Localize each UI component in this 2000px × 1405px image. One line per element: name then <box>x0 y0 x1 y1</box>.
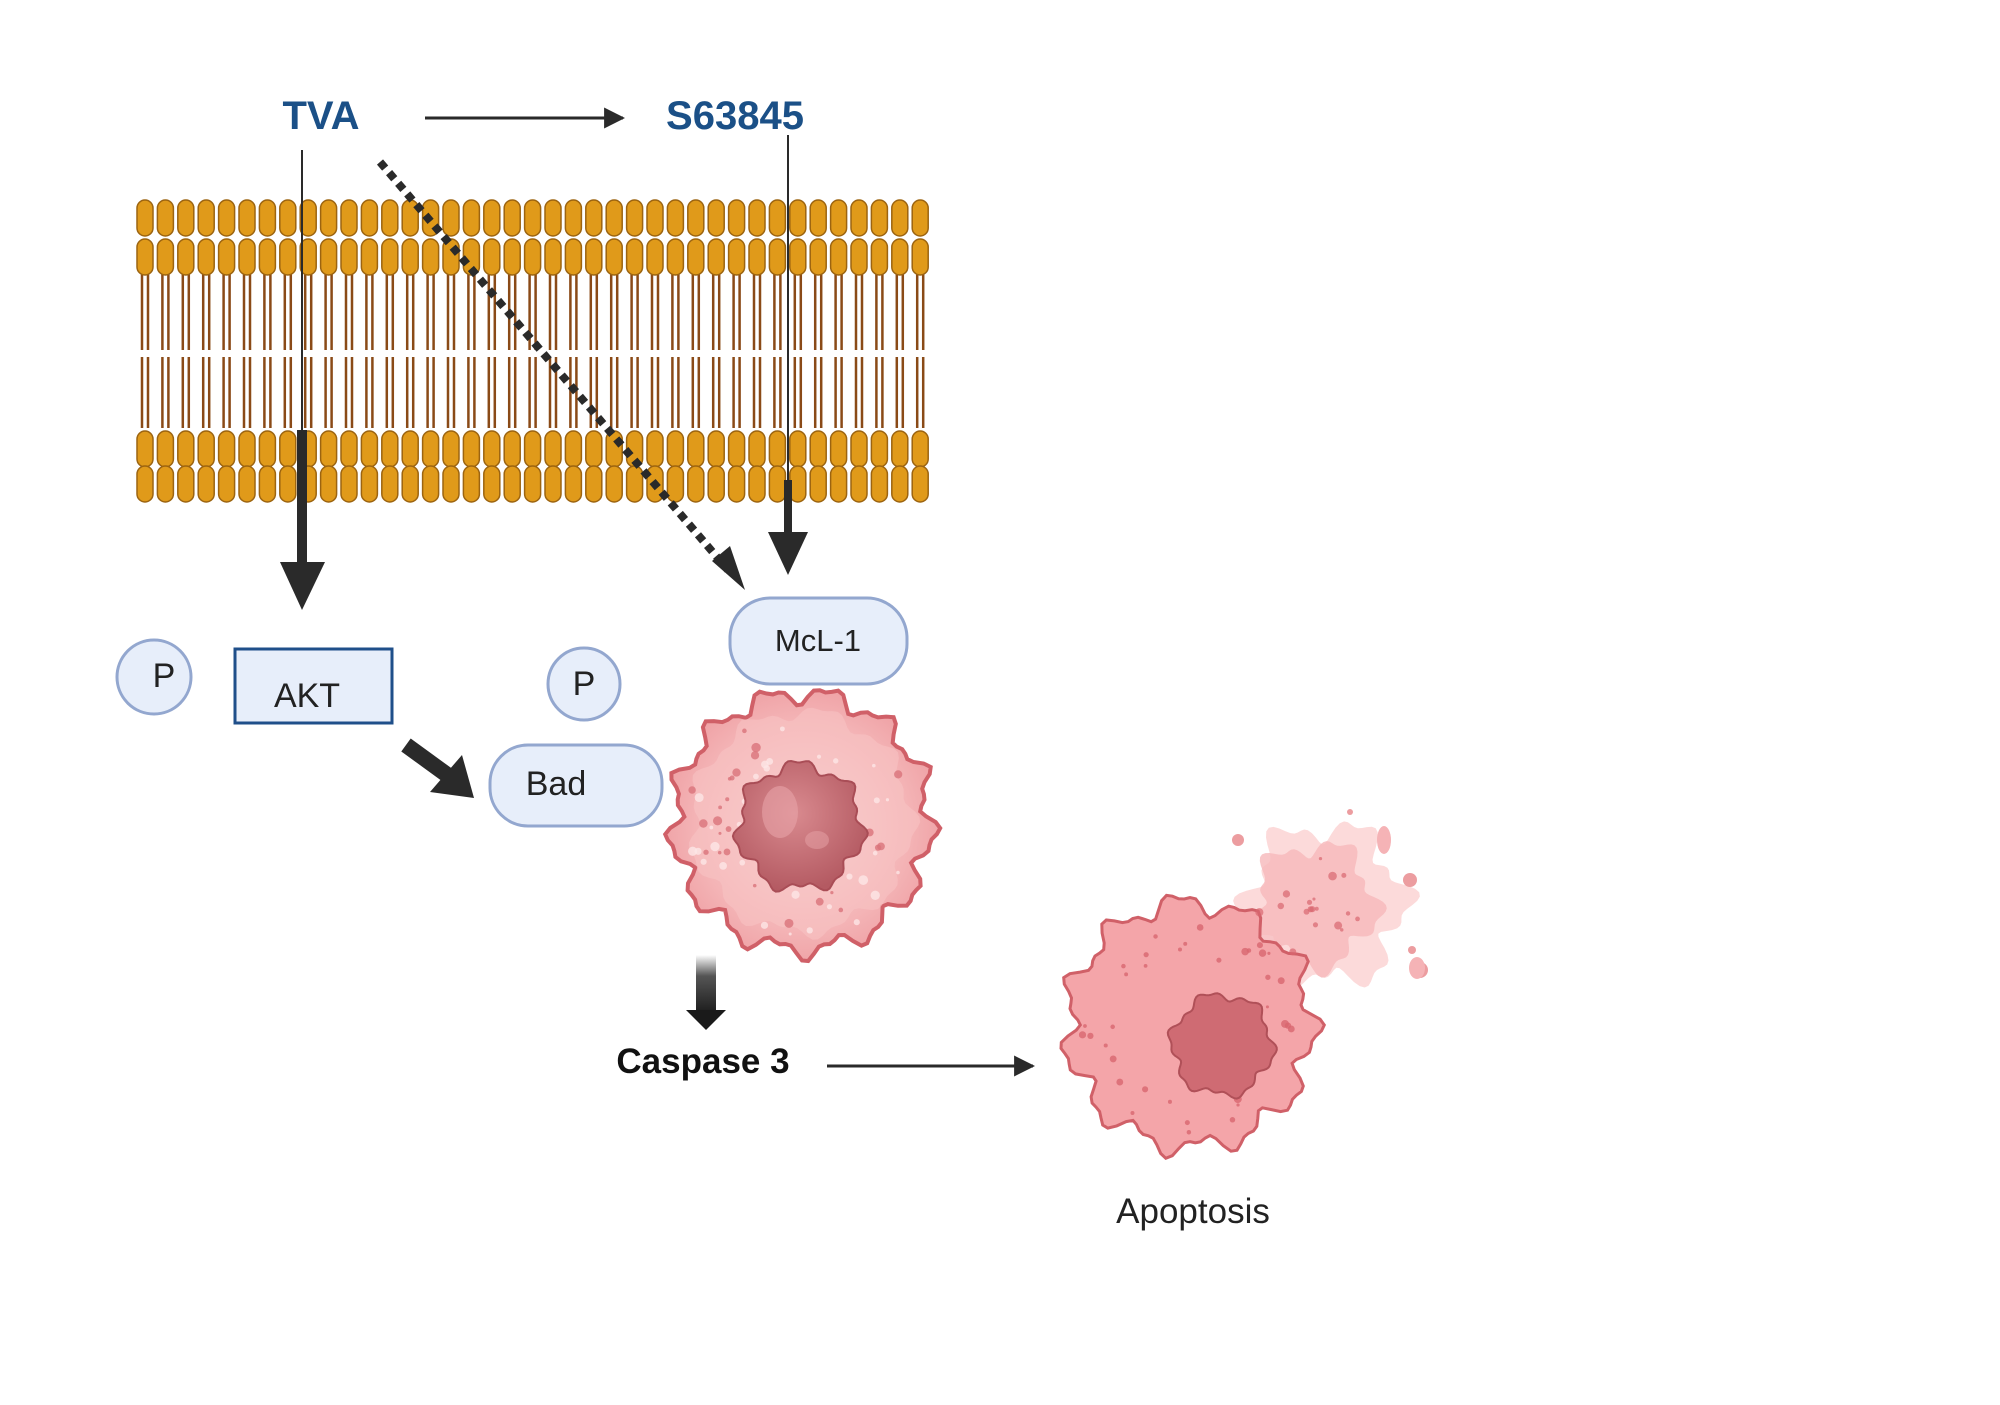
tva-to-mcl1-dotted-arrow <box>376 159 745 590</box>
akt-box: AKT <box>233 647 394 725</box>
bad-pill: Bad <box>488 743 664 828</box>
svg-text:AKT: AKT <box>274 677 340 715</box>
lipid-bilayer-icon <box>136 199 929 503</box>
cell-to-caspase-arrow <box>686 955 726 1030</box>
akt-to-bad-arrow <box>401 738 474 798</box>
tva-label: TVA <box>282 94 359 138</box>
phospho-circle-bad: P <box>546 646 622 722</box>
svg-text:McL-1: McL-1 <box>775 623 861 658</box>
svg-text:P: P <box>573 665 596 703</box>
tva-to-akt-arrow <box>280 150 325 610</box>
caspase3-label: Caspase 3 <box>616 1042 789 1081</box>
mcl1-pill: McL-1 <box>728 596 909 686</box>
phospho-circle-akt: P <box>115 638 193 716</box>
s63845-to-mcl1-arrow <box>768 135 808 575</box>
apoptosis-label: Apoptosis <box>1116 1192 1270 1231</box>
svg-text:Bad: Bad <box>526 765 587 803</box>
svg-text:P: P <box>153 657 176 695</box>
s63845-label: S63845 <box>666 94 804 138</box>
apoptotic-cell-icon <box>1059 809 1428 1161</box>
cancer-cell-icon <box>662 688 943 964</box>
